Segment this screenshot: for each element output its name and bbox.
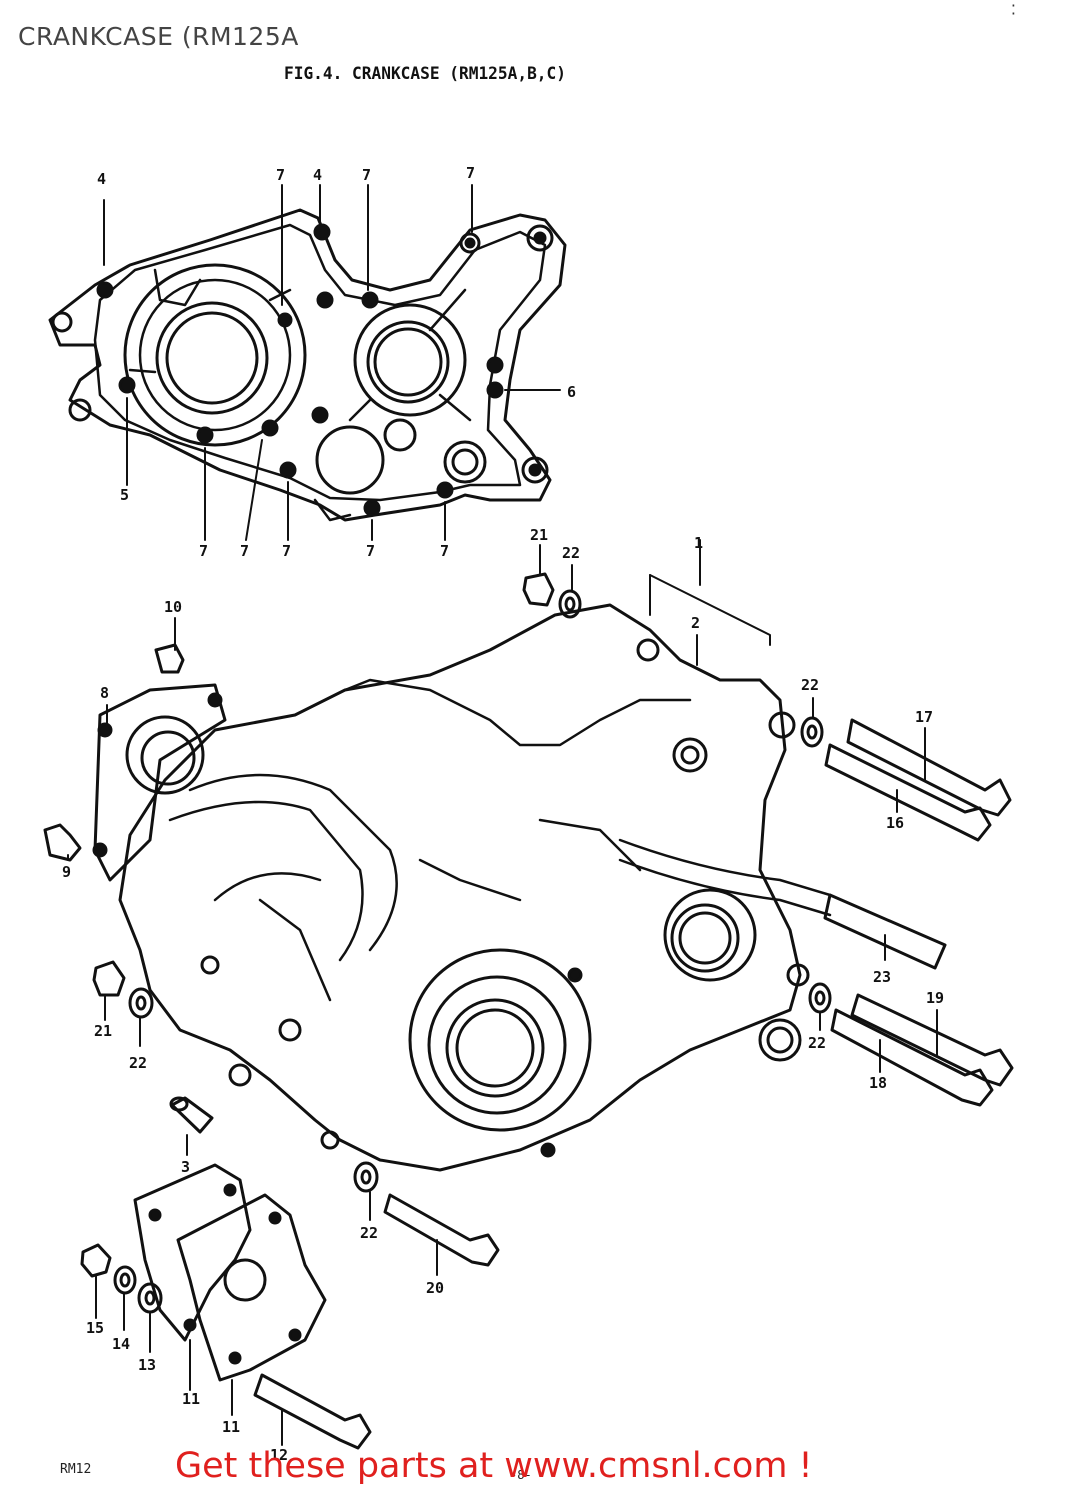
- callout-16: 16: [886, 814, 904, 832]
- callout-11: 11: [222, 1418, 240, 1436]
- callout-7: 7: [276, 166, 285, 184]
- callout-7: 7: [282, 542, 291, 560]
- callout-1: 1: [694, 534, 703, 552]
- callout-19: 19: [926, 989, 944, 1007]
- callout-4: 4: [97, 170, 106, 188]
- callout-22: 22: [360, 1224, 378, 1242]
- callout-7: 7: [240, 542, 249, 560]
- callout-7: 7: [199, 542, 208, 560]
- callout-7: 7: [466, 164, 475, 182]
- crankcase-half-drawing: [48, 208, 567, 522]
- upper-leader-lines: [103, 184, 561, 541]
- callout-22: 22: [801, 676, 819, 694]
- callout-22: 22: [808, 1034, 826, 1052]
- callout-6: 6: [567, 383, 576, 401]
- page-title: CRANKCASE (RM125A: [18, 22, 299, 51]
- corner-mark: ··: [1010, 0, 1016, 23]
- callout-12: 12: [270, 1446, 288, 1464]
- callout-2: 2: [691, 614, 700, 632]
- callout-17: 17: [915, 708, 933, 726]
- promo-link-text[interactable]: Get these parts at www.cmsnl.com !: [175, 1446, 813, 1486]
- figure-title: FIG.4. CRANKCASE (RM125A,B,C): [284, 64, 566, 84]
- page-marker: -8-: [510, 1468, 532, 1482]
- hardware-parts: [43, 572, 1014, 1450]
- callout-14: 14: [112, 1335, 130, 1353]
- callout-9: 9: [62, 863, 71, 881]
- callout-21: 21: [94, 1022, 112, 1040]
- callout-15: 15: [86, 1319, 104, 1337]
- callout-10: 10: [164, 598, 182, 616]
- crankcase-assembly-drawing: [92, 603, 947, 1172]
- callout-20: 20: [426, 1279, 444, 1297]
- reference-code: RM12: [60, 1462, 92, 1477]
- callout-7: 7: [362, 166, 371, 184]
- callout-13: 13: [138, 1356, 156, 1374]
- callout-11: 11: [182, 1390, 200, 1408]
- callout-22: 22: [129, 1054, 147, 1072]
- callout-labels: 4 7 4 7 7 6 5 7 7 7 7 7 1 21 22 2 22 17 …: [62, 164, 944, 1464]
- callout-22: 22: [562, 544, 580, 562]
- callout-23: 23: [873, 968, 891, 986]
- callout-4: 4: [313, 166, 322, 184]
- callout-21: 21: [530, 526, 548, 544]
- callout-7: 7: [366, 542, 375, 560]
- callout-3: 3: [181, 1158, 190, 1176]
- callout-8: 8: [100, 684, 109, 702]
- callout-18: 18: [869, 1074, 887, 1092]
- callout-5: 5: [120, 486, 129, 504]
- lower-leader-lines: [67, 539, 938, 1446]
- callout-7: 7: [440, 542, 449, 560]
